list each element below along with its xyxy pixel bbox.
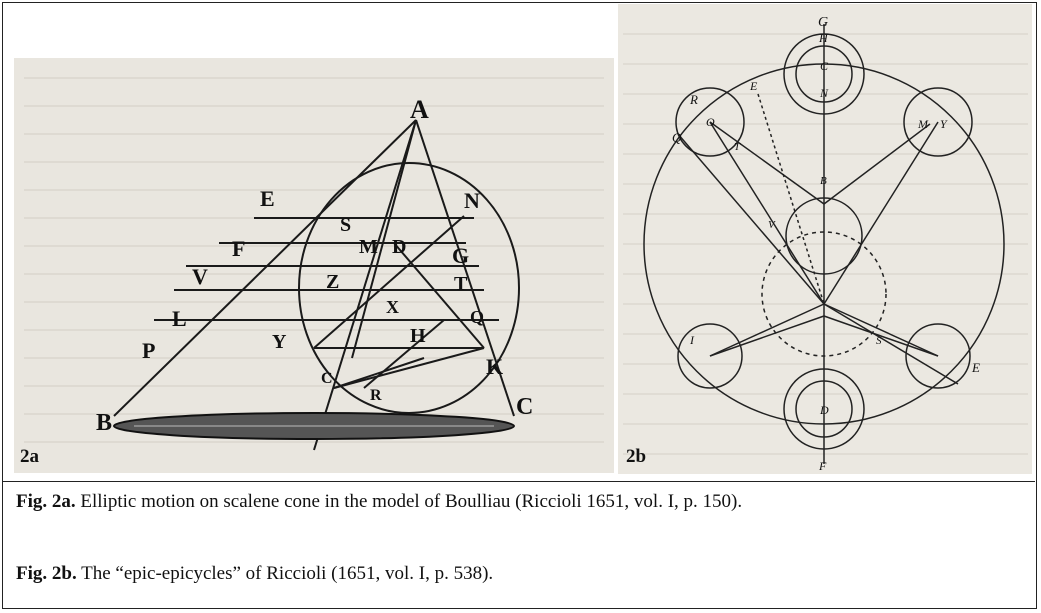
label-e: E xyxy=(749,79,758,93)
label-d: D xyxy=(819,403,829,417)
label-g: G xyxy=(452,243,469,268)
label-n: N xyxy=(464,188,480,213)
label-h: H xyxy=(818,31,829,45)
label-c: C xyxy=(516,394,533,420)
label-n: N xyxy=(819,86,829,100)
label-e-right: E xyxy=(971,360,980,375)
label-l: L xyxy=(172,306,187,331)
label-b: B xyxy=(96,410,112,436)
caption-fig-2a: Fig. 2a. Elliptic motion on scalene cone… xyxy=(16,488,1021,516)
label-m: M xyxy=(917,117,929,131)
label-d: D xyxy=(392,236,406,258)
cone-diagram: A E S N M D F G V Z T X L Q Y H P C K R … xyxy=(24,77,604,451)
label-m: M xyxy=(359,236,378,258)
caption-text: The “epic-epicycles” of Riccioli (1651, … xyxy=(76,563,494,584)
label-c-small: C xyxy=(321,370,333,387)
figure-2a-image: A E S N M D F G V Z T X L Q Y H P C K R … xyxy=(14,58,614,473)
label-e: E xyxy=(260,186,275,211)
label-q: Q xyxy=(470,307,484,327)
label-k: K xyxy=(486,354,503,379)
label-t: T xyxy=(454,273,468,295)
label-r: R xyxy=(370,387,382,404)
caption-fig-2b: Fig. 2b. The “epic-epicycles” of Ricciol… xyxy=(16,560,1021,588)
label-v: V xyxy=(192,264,208,289)
label-p: P xyxy=(142,338,155,363)
figure-2b-image: G H C N E R O Q T M Y B V I E D S F xyxy=(618,4,1032,474)
label-g: G xyxy=(818,15,828,30)
label-b: B xyxy=(820,175,827,187)
label-i: I xyxy=(689,333,695,347)
label-x: X xyxy=(386,297,399,317)
label-z: Z xyxy=(326,271,339,293)
panel-label-2a: 2a xyxy=(20,446,39,467)
label-o: O xyxy=(706,115,715,129)
label-t: T xyxy=(734,141,741,153)
label-a: A xyxy=(410,95,429,124)
label-f: F xyxy=(818,459,827,473)
caption-label: Fig. 2a. xyxy=(16,491,76,512)
label-f: F xyxy=(232,236,245,261)
epicycles-diagram: G H C N E R O Q T M Y B V I E D S F xyxy=(623,15,1028,473)
caption-text: Elliptic motion on scalene cone in the m… xyxy=(75,491,743,512)
label-h: H xyxy=(410,325,426,347)
label-y: Y xyxy=(940,117,948,131)
label-s: S xyxy=(340,214,351,236)
label-q: Q xyxy=(672,130,682,145)
label-c: C xyxy=(820,59,829,73)
label-r: R xyxy=(689,92,698,107)
label-s: S xyxy=(876,335,882,347)
figure-row xyxy=(3,3,1035,482)
caption-label: Fig. 2b. xyxy=(16,563,77,584)
label-v: V xyxy=(768,219,776,231)
panel-label-2b: 2b xyxy=(626,446,647,467)
label-y: Y xyxy=(272,331,287,353)
